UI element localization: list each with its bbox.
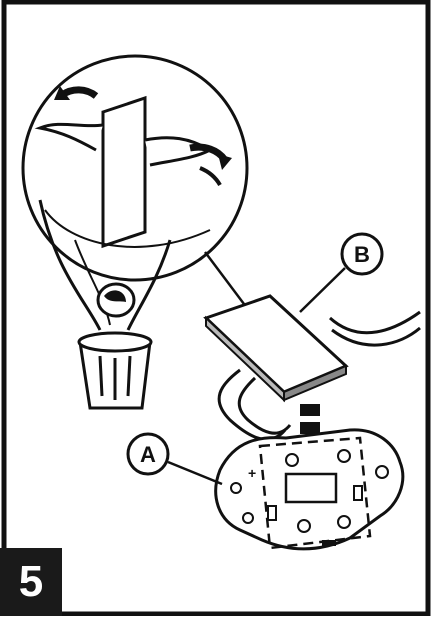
step-number-badge: 5: [0, 548, 62, 616]
peel-backing-sheet-icon: [34, 86, 232, 249]
svg-text:+: +: [248, 465, 256, 481]
magnified-inset: [21, 54, 249, 282]
discard-flow-lines: [38, 199, 172, 331]
trash-bin-icon: [77, 282, 153, 410]
device-board-icon: +: [214, 428, 405, 551]
callout-a-label: A: [140, 442, 156, 467]
callout-a: A: [126, 432, 223, 486]
callout-b-label: B: [354, 242, 370, 267]
adhesive-pad-icon: [203, 294, 349, 403]
callout-b: B: [299, 232, 384, 313]
